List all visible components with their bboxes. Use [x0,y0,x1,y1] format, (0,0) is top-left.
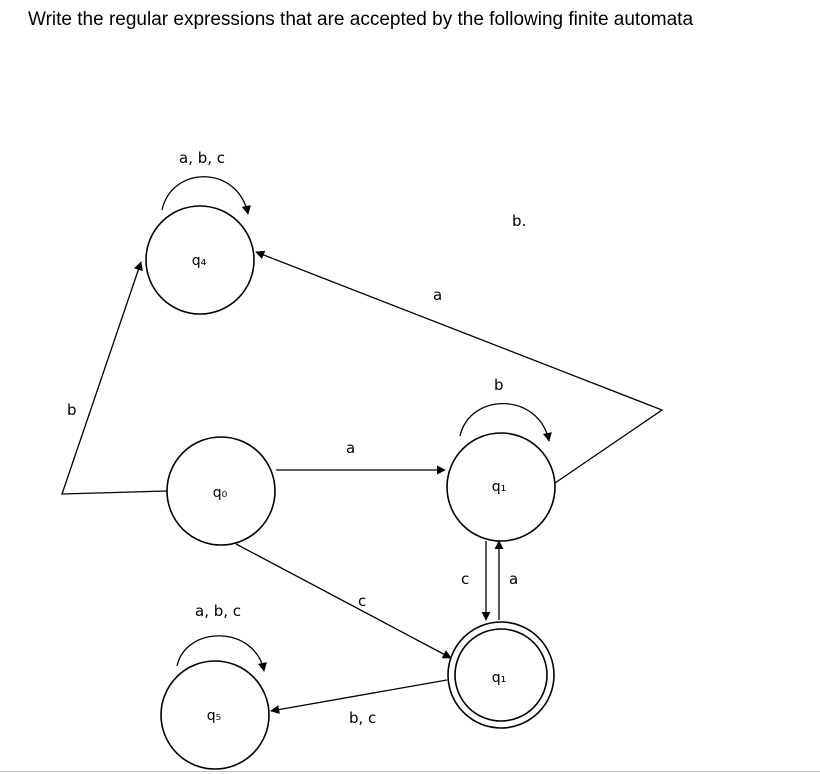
label-q1-to-q4: a [433,286,442,304]
bottom-divider [0,771,820,772]
label-q0-to-q4: b [67,401,77,419]
state-q1-accept-inner [454,628,548,722]
edge-q0-to-q1accept-c [235,543,452,659]
label-q1-down: c [461,570,469,588]
edge-q1accept-to-q5-bc [270,679,448,715]
label-q4-self: a, b, c [179,149,225,167]
state-label-q0: q₀ [213,485,228,501]
state-label-q5: q₅ [207,708,222,724]
label-q0-to-q1: a [346,439,355,457]
label-q1-up: a [509,570,518,588]
label-q1accept-to-q5: b, c [349,709,376,727]
question-text: Write the regular expressions that are a… [28,9,694,30]
state-label-q4: q₄ [192,253,207,269]
state-q5 [160,660,270,770]
loop-q5 [176,635,267,672]
label-q5-self: a, b, c [195,602,241,620]
loop-q4 [161,176,251,215]
label-q0-to-q1accept: c [358,592,366,610]
state-label-q1-accept: q₁ [492,670,507,686]
state-q4 [145,205,255,315]
edge-q0-to-q4-b [61,261,168,495]
label-q1-self: b [494,376,504,394]
loop-q1 [459,403,552,442]
edge-q1-to-q4-a [255,250,664,484]
state-q0 [166,436,276,546]
state-label-q1: q₁ [492,479,507,495]
state-q1 [446,432,556,542]
part-label: b. [512,212,526,230]
